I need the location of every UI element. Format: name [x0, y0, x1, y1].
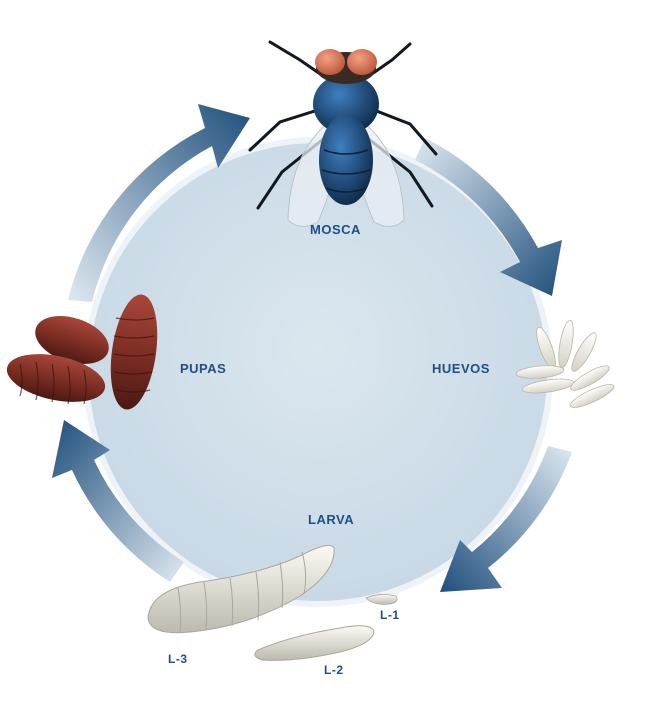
stage-label-larva: LARVA [308, 512, 355, 527]
stage-label-pupae: PUPAS [180, 361, 227, 376]
instar-label-l1: L-1 [380, 608, 400, 622]
eggs-icon [515, 319, 615, 408]
cycle-arrow-icon [415, 138, 562, 296]
cycle-arrow-icon [68, 104, 250, 302]
stage-label-fly: MOSCA [310, 222, 361, 237]
stage-label-eggs: HUEVOS [432, 361, 490, 376]
instar-label-l2: L-2 [324, 663, 344, 677]
cycle-disc [86, 140, 550, 604]
cycle-arrow-icon [52, 420, 184, 582]
larva-icon [147, 544, 398, 661]
pupae-icon [6, 294, 158, 410]
instar-label-l3: L-3 [168, 652, 188, 666]
fly-icon [248, 40, 438, 227]
cycle-arrow-icon [440, 446, 572, 592]
